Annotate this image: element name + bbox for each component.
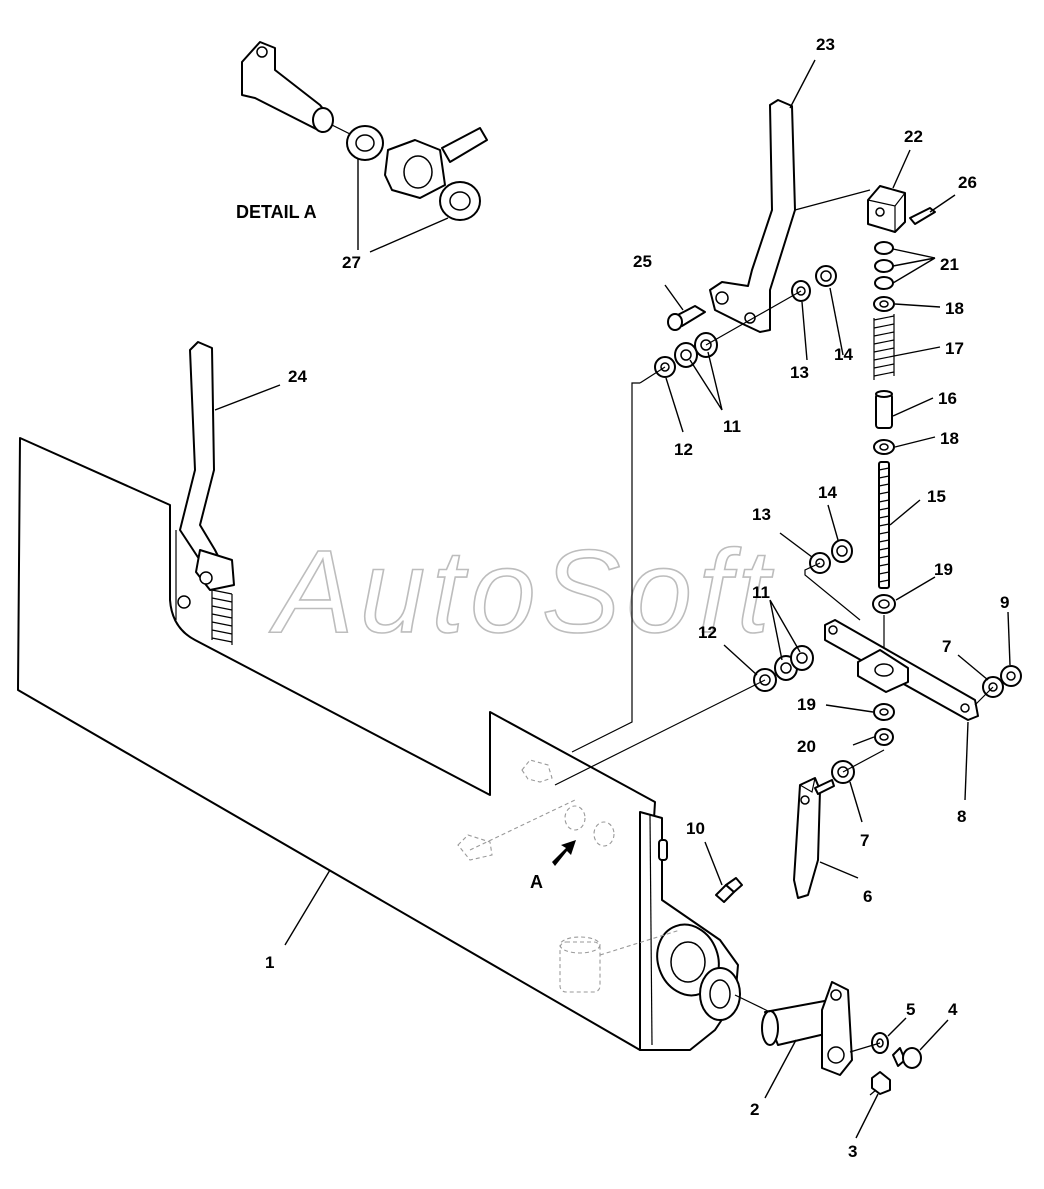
callout-13-upper: 13: [790, 363, 809, 382]
callout-26: 26: [958, 173, 977, 192]
view-arrow-label: A: [530, 872, 543, 892]
assembly-lines: [554, 290, 994, 1053]
washers-upper: [654, 332, 718, 378]
callout-18-lower: 18: [940, 429, 959, 448]
callout-10: 10: [686, 819, 705, 838]
callout-13-lower: 13: [752, 505, 771, 524]
callout-27: 27: [342, 253, 361, 272]
detail-a-label: DETAIL A: [236, 202, 317, 222]
block-22: [867, 185, 936, 233]
callout-7-upper: 7: [942, 637, 951, 656]
callout-11-lower: 11: [752, 583, 770, 602]
callout-1: 1: [265, 953, 274, 972]
view-arrow-a: [552, 840, 576, 866]
fasteners-3-4-5: [869, 1032, 922, 1096]
washers-lower: [753, 539, 853, 692]
callout-12-lower: 12: [698, 623, 717, 642]
watermark-text: AutoSoft: [269, 526, 776, 658]
lever-24: [175, 341, 235, 645]
link-8: [824, 619, 979, 721]
callout-15: 15: [927, 487, 946, 506]
pin-2: [761, 981, 853, 1076]
callout-22: 22: [904, 127, 923, 146]
washer-nut-upper: [791, 265, 837, 302]
leader-lines: [214, 59, 1011, 1139]
callout-6: 6: [863, 887, 872, 906]
pin-25: [667, 305, 706, 331]
detail-a: [241, 41, 488, 221]
callout-7-lower: 7: [860, 831, 869, 850]
nipple-10: [715, 877, 743, 903]
washer-7-nut-9: [982, 665, 1022, 698]
spring-17: [873, 314, 895, 380]
callout-3: 3: [848, 1142, 857, 1161]
callout-19-lower: 19: [797, 695, 816, 714]
cover-plate: [17, 437, 741, 1051]
callout-5: 5: [906, 1000, 915, 1019]
callout-9: 9: [1000, 593, 1009, 612]
callout-12-upper: 12: [674, 440, 693, 459]
callout-2: 2: [750, 1100, 759, 1119]
callout-17: 17: [945, 339, 964, 358]
callout-14-lower: 14: [818, 483, 837, 502]
callout-16: 16: [938, 389, 957, 408]
callout-19-upper: 19: [934, 560, 953, 579]
callout-11-upper: 11: [723, 417, 741, 436]
callout-23: 23: [816, 35, 835, 54]
lever-23: [709, 99, 871, 333]
callout-21: 21: [940, 255, 959, 274]
callout-8: 8: [957, 807, 966, 826]
handle-6: [793, 760, 855, 899]
callout-labels: 1 2 3 4 5 6 7 7 8 9 10 11 11 12 12 13 13…: [265, 35, 1009, 1161]
callout-25: 25: [633, 252, 652, 271]
spring-24: [211, 589, 233, 645]
callout-4: 4: [948, 1000, 958, 1019]
callout-24: 24: [288, 367, 307, 386]
callout-20: 20: [797, 737, 816, 756]
callout-14-upper: 14: [834, 345, 853, 364]
nuts-19-20: [873, 703, 895, 746]
hidden-features: [457, 759, 681, 993]
rod-assembly: [872, 241, 896, 665]
callout-18-upper: 18: [945, 299, 964, 318]
